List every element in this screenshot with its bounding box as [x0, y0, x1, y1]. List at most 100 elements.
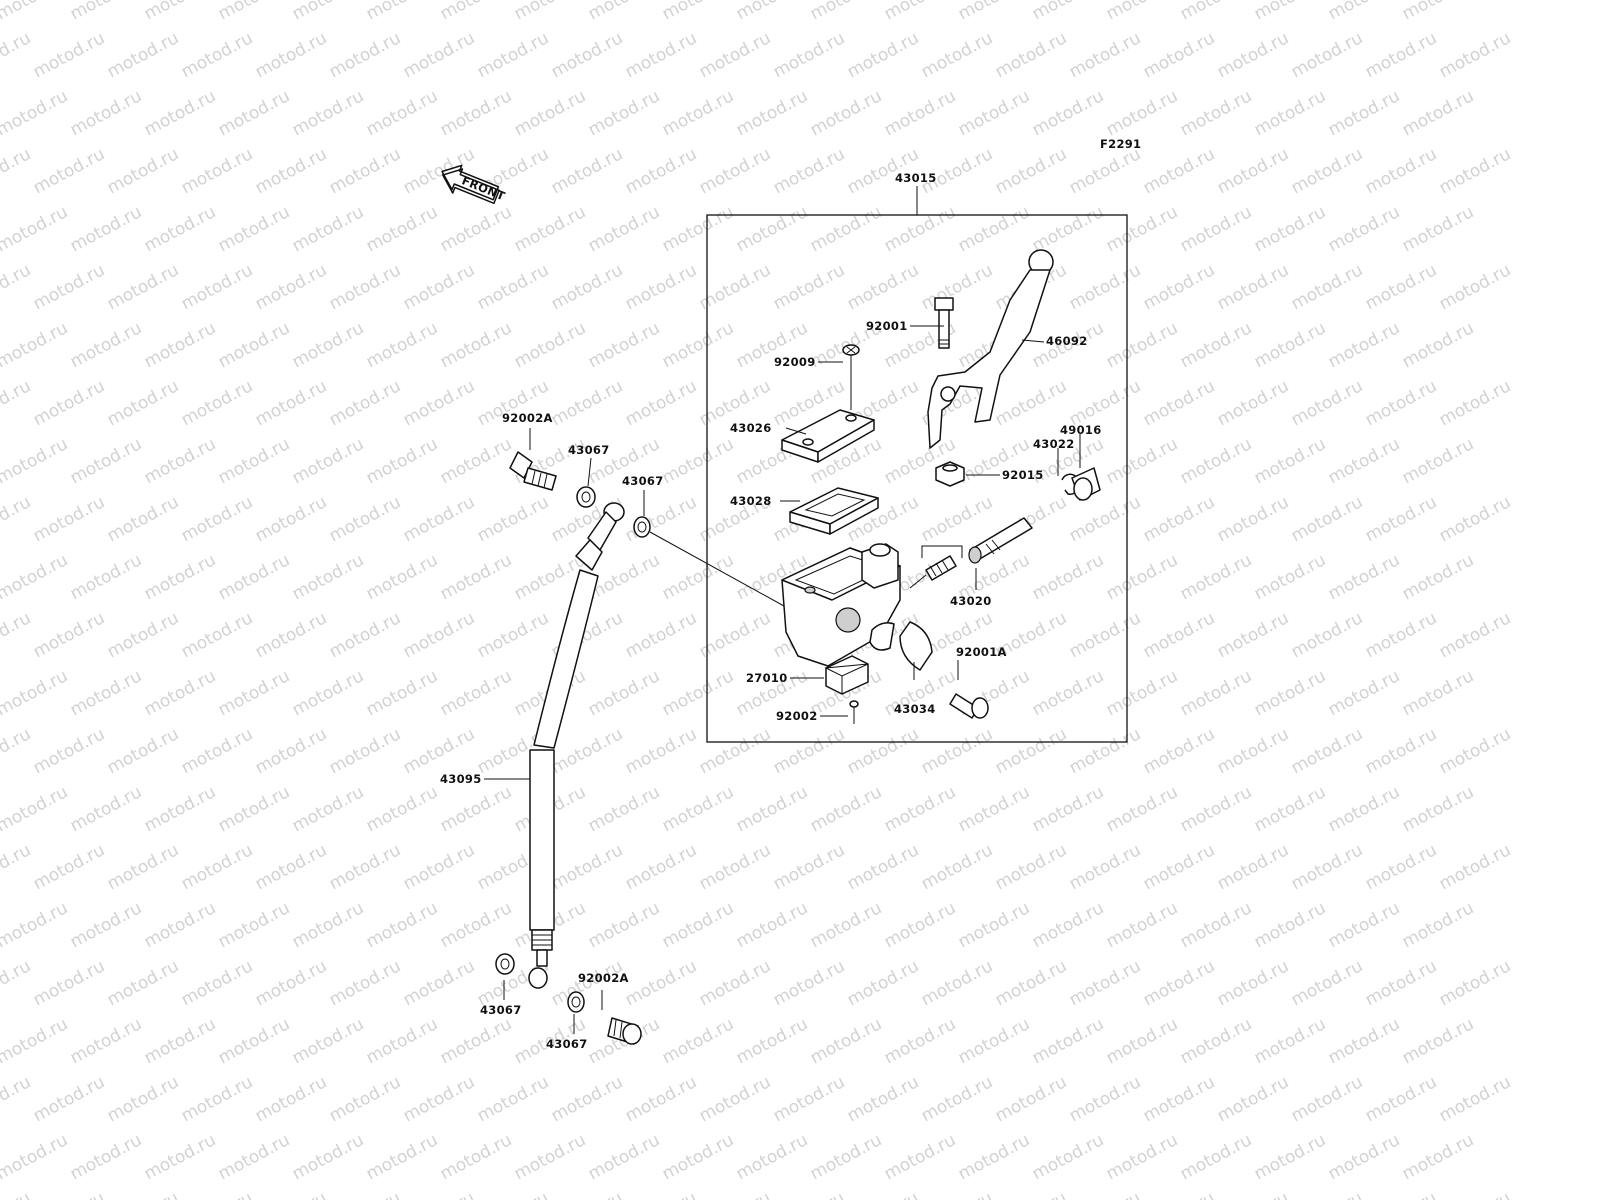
banjo-bolt-top: [509, 451, 557, 491]
callout-43067-d: 43067: [546, 1037, 588, 1051]
watermark-text: motod.ru: [1251, 550, 1329, 604]
watermark-text: motod.ru: [1362, 492, 1440, 546]
watermark-text: motod.ru: [215, 666, 293, 720]
watermark-text: motod.ru: [437, 782, 515, 836]
watermark-text: motod.ru: [363, 898, 441, 952]
watermark-text: motod.ru: [548, 28, 626, 82]
watermark-text: motod.ru: [881, 1130, 959, 1184]
watermark-text: motod.ru: [363, 1130, 441, 1184]
watermark-text: motod.ru: [215, 202, 293, 256]
washer-b: [633, 516, 651, 538]
piston-kit: [909, 517, 1033, 589]
watermark-text: motod.ru: [1362, 956, 1440, 1010]
watermark-text: motod.ru: [955, 782, 1033, 836]
banjo-bolt-bottom: [607, 1017, 642, 1045]
watermark-text: motod.ru: [955, 1014, 1033, 1068]
watermark-text: motod.ru: [622, 1188, 700, 1200]
watermark-text: motod.ru: [437, 202, 515, 256]
watermark-text: motod.ru: [178, 260, 256, 314]
watermark-text: motod.ru: [696, 840, 774, 894]
watermark-text: motod.ru: [437, 318, 515, 372]
watermark-text: motod.ru: [585, 202, 663, 256]
callout-43067-a: 43067: [568, 443, 610, 457]
watermark-text: motod.ru: [289, 434, 367, 488]
watermark-text: motod.ru: [1177, 666, 1255, 720]
watermark-text: motod.ru: [30, 724, 108, 778]
callout-43034: 43034: [894, 702, 936, 716]
watermark-text: motod.ru: [696, 28, 774, 82]
watermark-text: motod.ru: [400, 492, 478, 546]
watermark-text: motod.ru: [622, 608, 700, 662]
watermark-text: motod.ru: [992, 724, 1070, 778]
watermark-text: motod.ru: [1214, 608, 1292, 662]
watermark-text: motod.ru: [252, 260, 330, 314]
watermark-text: motod.ru: [881, 0, 959, 24]
watermark-text: motod.ru: [807, 898, 885, 952]
callout-43022: 43022: [1033, 437, 1075, 451]
watermark-text: motod.ru: [1288, 1188, 1366, 1200]
watermark-text: motod.ru: [1436, 144, 1514, 198]
callout-92009: 92009: [774, 355, 816, 369]
watermark-text: motod.ru: [1214, 376, 1292, 430]
watermark-text: motod.ru: [659, 318, 737, 372]
watermark-text: motod.ru: [770, 956, 848, 1010]
watermark-text: motod.ru: [0, 666, 71, 720]
callout-92002A-bottom: 92002A: [578, 971, 629, 985]
watermark-text: motod.ru: [326, 608, 404, 662]
watermark-text: motod.ru: [622, 840, 700, 894]
watermark-text: motod.ru: [622, 376, 700, 430]
watermark-text: motod.ru: [0, 144, 34, 198]
watermark-text: motod.ru: [1029, 1130, 1107, 1184]
watermark-text: motod.ru: [1288, 840, 1366, 894]
diaphragm: [789, 487, 879, 535]
watermark-text: motod.ru: [770, 144, 848, 198]
watermark-text: motod.ru: [992, 144, 1070, 198]
watermark-text: motod.ru: [1325, 86, 1403, 140]
callout-92001: 92001: [866, 319, 908, 333]
watermark-text: motod.ru: [1288, 608, 1366, 662]
watermark-text: motod.ru: [1140, 376, 1218, 430]
watermark-text: motod.ru: [178, 28, 256, 82]
watermark-text: motod.ru: [141, 0, 219, 24]
watermark-text: motod.ru: [30, 956, 108, 1010]
watermark-text: motod.ru: [548, 840, 626, 894]
watermark-text: motod.ru: [1066, 608, 1144, 662]
watermark-text: motod.ru: [1140, 144, 1218, 198]
watermark-text: motod.ru: [1177, 202, 1255, 256]
watermark-text: motod.ru: [30, 28, 108, 82]
watermark-text: motod.ru: [733, 782, 811, 836]
watermark-text: motod.ru: [1029, 1014, 1107, 1068]
watermark-text: motod.ru: [215, 318, 293, 372]
watermark-text: motod.ru: [0, 376, 34, 430]
watermark-text: motod.ru: [585, 318, 663, 372]
watermark-text: motod.ru: [1214, 1072, 1292, 1126]
watermark-text: motod.ru: [1177, 86, 1255, 140]
watermark-text: motod.ru: [1399, 1014, 1477, 1068]
watermark-text: motod.ru: [326, 28, 404, 82]
watermark-text: motod.ru: [30, 492, 108, 546]
watermark-text: motod.ru: [844, 840, 922, 894]
watermark-text: motod.ru: [992, 1072, 1070, 1126]
watermark-text: motod.ru: [1362, 1072, 1440, 1126]
watermark-text: motod.ru: [955, 202, 1033, 256]
watermark-text: motod.ru: [807, 1014, 885, 1068]
watermark-text: motod.ru: [437, 434, 515, 488]
watermark-text: motod.ru: [1399, 318, 1477, 372]
watermark-text: motod.ru: [1288, 376, 1366, 430]
washer-c: [495, 953, 515, 975]
watermark-text: motod.ru: [437, 86, 515, 140]
watermark-text: motod.ru: [104, 840, 182, 894]
watermark-text: motod.ru: [659, 202, 737, 256]
watermark-text: motod.ru: [622, 1072, 700, 1126]
callout-92002: 92002: [776, 709, 818, 723]
watermark-text: motod.ru: [1214, 724, 1292, 778]
watermark-text: motod.ru: [696, 260, 774, 314]
watermark-text: motod.ru: [289, 86, 367, 140]
watermark-text: motod.ru: [548, 260, 626, 314]
watermark-text: motod.ru: [992, 1188, 1070, 1200]
watermark-text: motod.ru: [659, 1130, 737, 1184]
watermark-text: motod.ru: [0, 608, 34, 662]
watermark-text: motod.ru: [0, 260, 34, 314]
watermark-text: motod.ru: [326, 1072, 404, 1126]
watermark-text: motod.ru: [1325, 666, 1403, 720]
